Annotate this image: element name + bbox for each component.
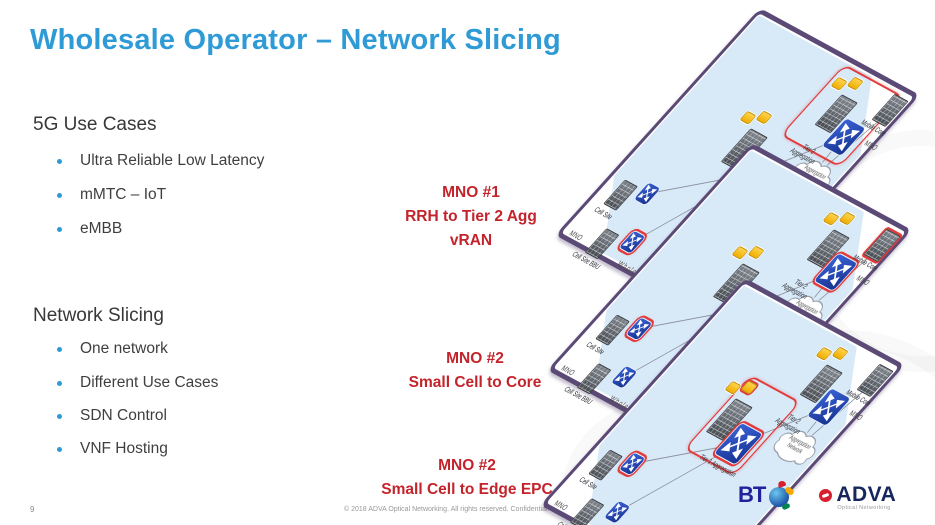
slice-label-mno2-core: MNO #2 Small Cell to Core: [408, 350, 542, 392]
section-heading-5g-use-cases: 5G Use Cases: [33, 114, 157, 135]
page-title: Wholesale Operator – Network Slicing: [30, 24, 561, 56]
bullet-item: Ultra Reliable Low Latency: [57, 152, 264, 170]
bullet-item: One network: [57, 340, 168, 358]
bullet-dot: [57, 159, 62, 164]
bullet-dot: [57, 381, 62, 386]
slice-label-mno1: MNO #1 RRH to Tier 2 Agg vRAN: [405, 184, 537, 250]
cell2-router-icon: [617, 229, 647, 255]
adva-logo: ADVA Optical Networking: [819, 483, 896, 511]
aggregation-network-cloud-icon: Aggregation Network: [764, 420, 830, 472]
copyright: © 2018 ADVA Optical Networking. All righ…: [344, 506, 550, 513]
bt-logo: BT: [738, 480, 796, 510]
cell2-router-icon: [602, 499, 632, 525]
cell1-router-icon: [624, 316, 654, 342]
cell2-router-icon: [609, 364, 639, 390]
adva-icon: [819, 488, 833, 502]
page-number: 9: [30, 505, 35, 514]
section-heading-network-slicing: Network Slicing: [33, 305, 164, 326]
tier2-router-icon: [820, 117, 867, 157]
footer-logos: BT ADVA Optical Networking: [738, 480, 896, 511]
tier2-router-icon: [805, 387, 852, 427]
tier2-router-icon: [812, 252, 859, 292]
tier1-router-icon: [712, 421, 765, 466]
bullet-item: Different Use Cases: [57, 374, 218, 392]
bt-globe-icon: [768, 480, 796, 510]
bullet-item: SDN Control: [57, 407, 167, 425]
cell1-router-icon: [632, 181, 662, 207]
bullet-dot: [57, 193, 62, 198]
bullet-item: eMBB: [57, 220, 122, 238]
bullet-dot: [57, 414, 62, 419]
bullet-dot: [57, 347, 62, 352]
bullet-item: VNF Hosting: [57, 440, 168, 458]
cell1-router-icon: [617, 451, 647, 477]
bullet-item: mMTC – IoT: [57, 186, 166, 204]
bullet-dot: [57, 227, 62, 232]
slice-label-mno2-edge-epc: MNO #2 Small Cell to Edge EPC: [381, 457, 553, 499]
bullet-dot: [57, 447, 62, 452]
